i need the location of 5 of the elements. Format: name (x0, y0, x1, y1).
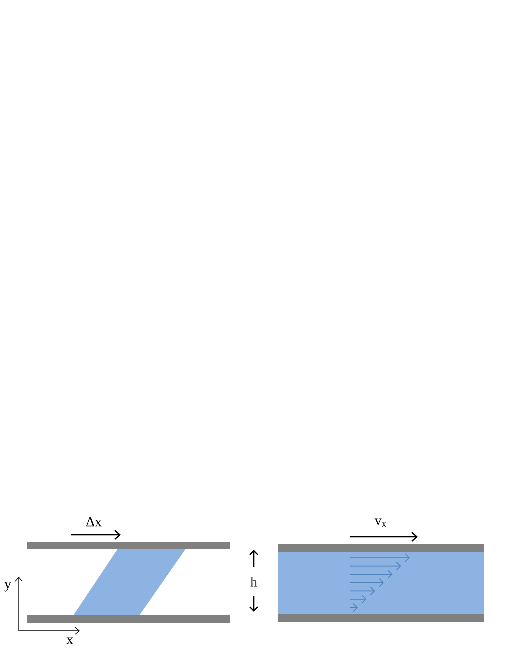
axis-label: x (66, 638, 74, 644)
axis-label: h (250, 577, 258, 587)
axis-label: v$_{x}$ (374, 518, 387, 528)
axis-label: y (4, 582, 12, 592)
axis-label: Δx (86, 517, 102, 527)
